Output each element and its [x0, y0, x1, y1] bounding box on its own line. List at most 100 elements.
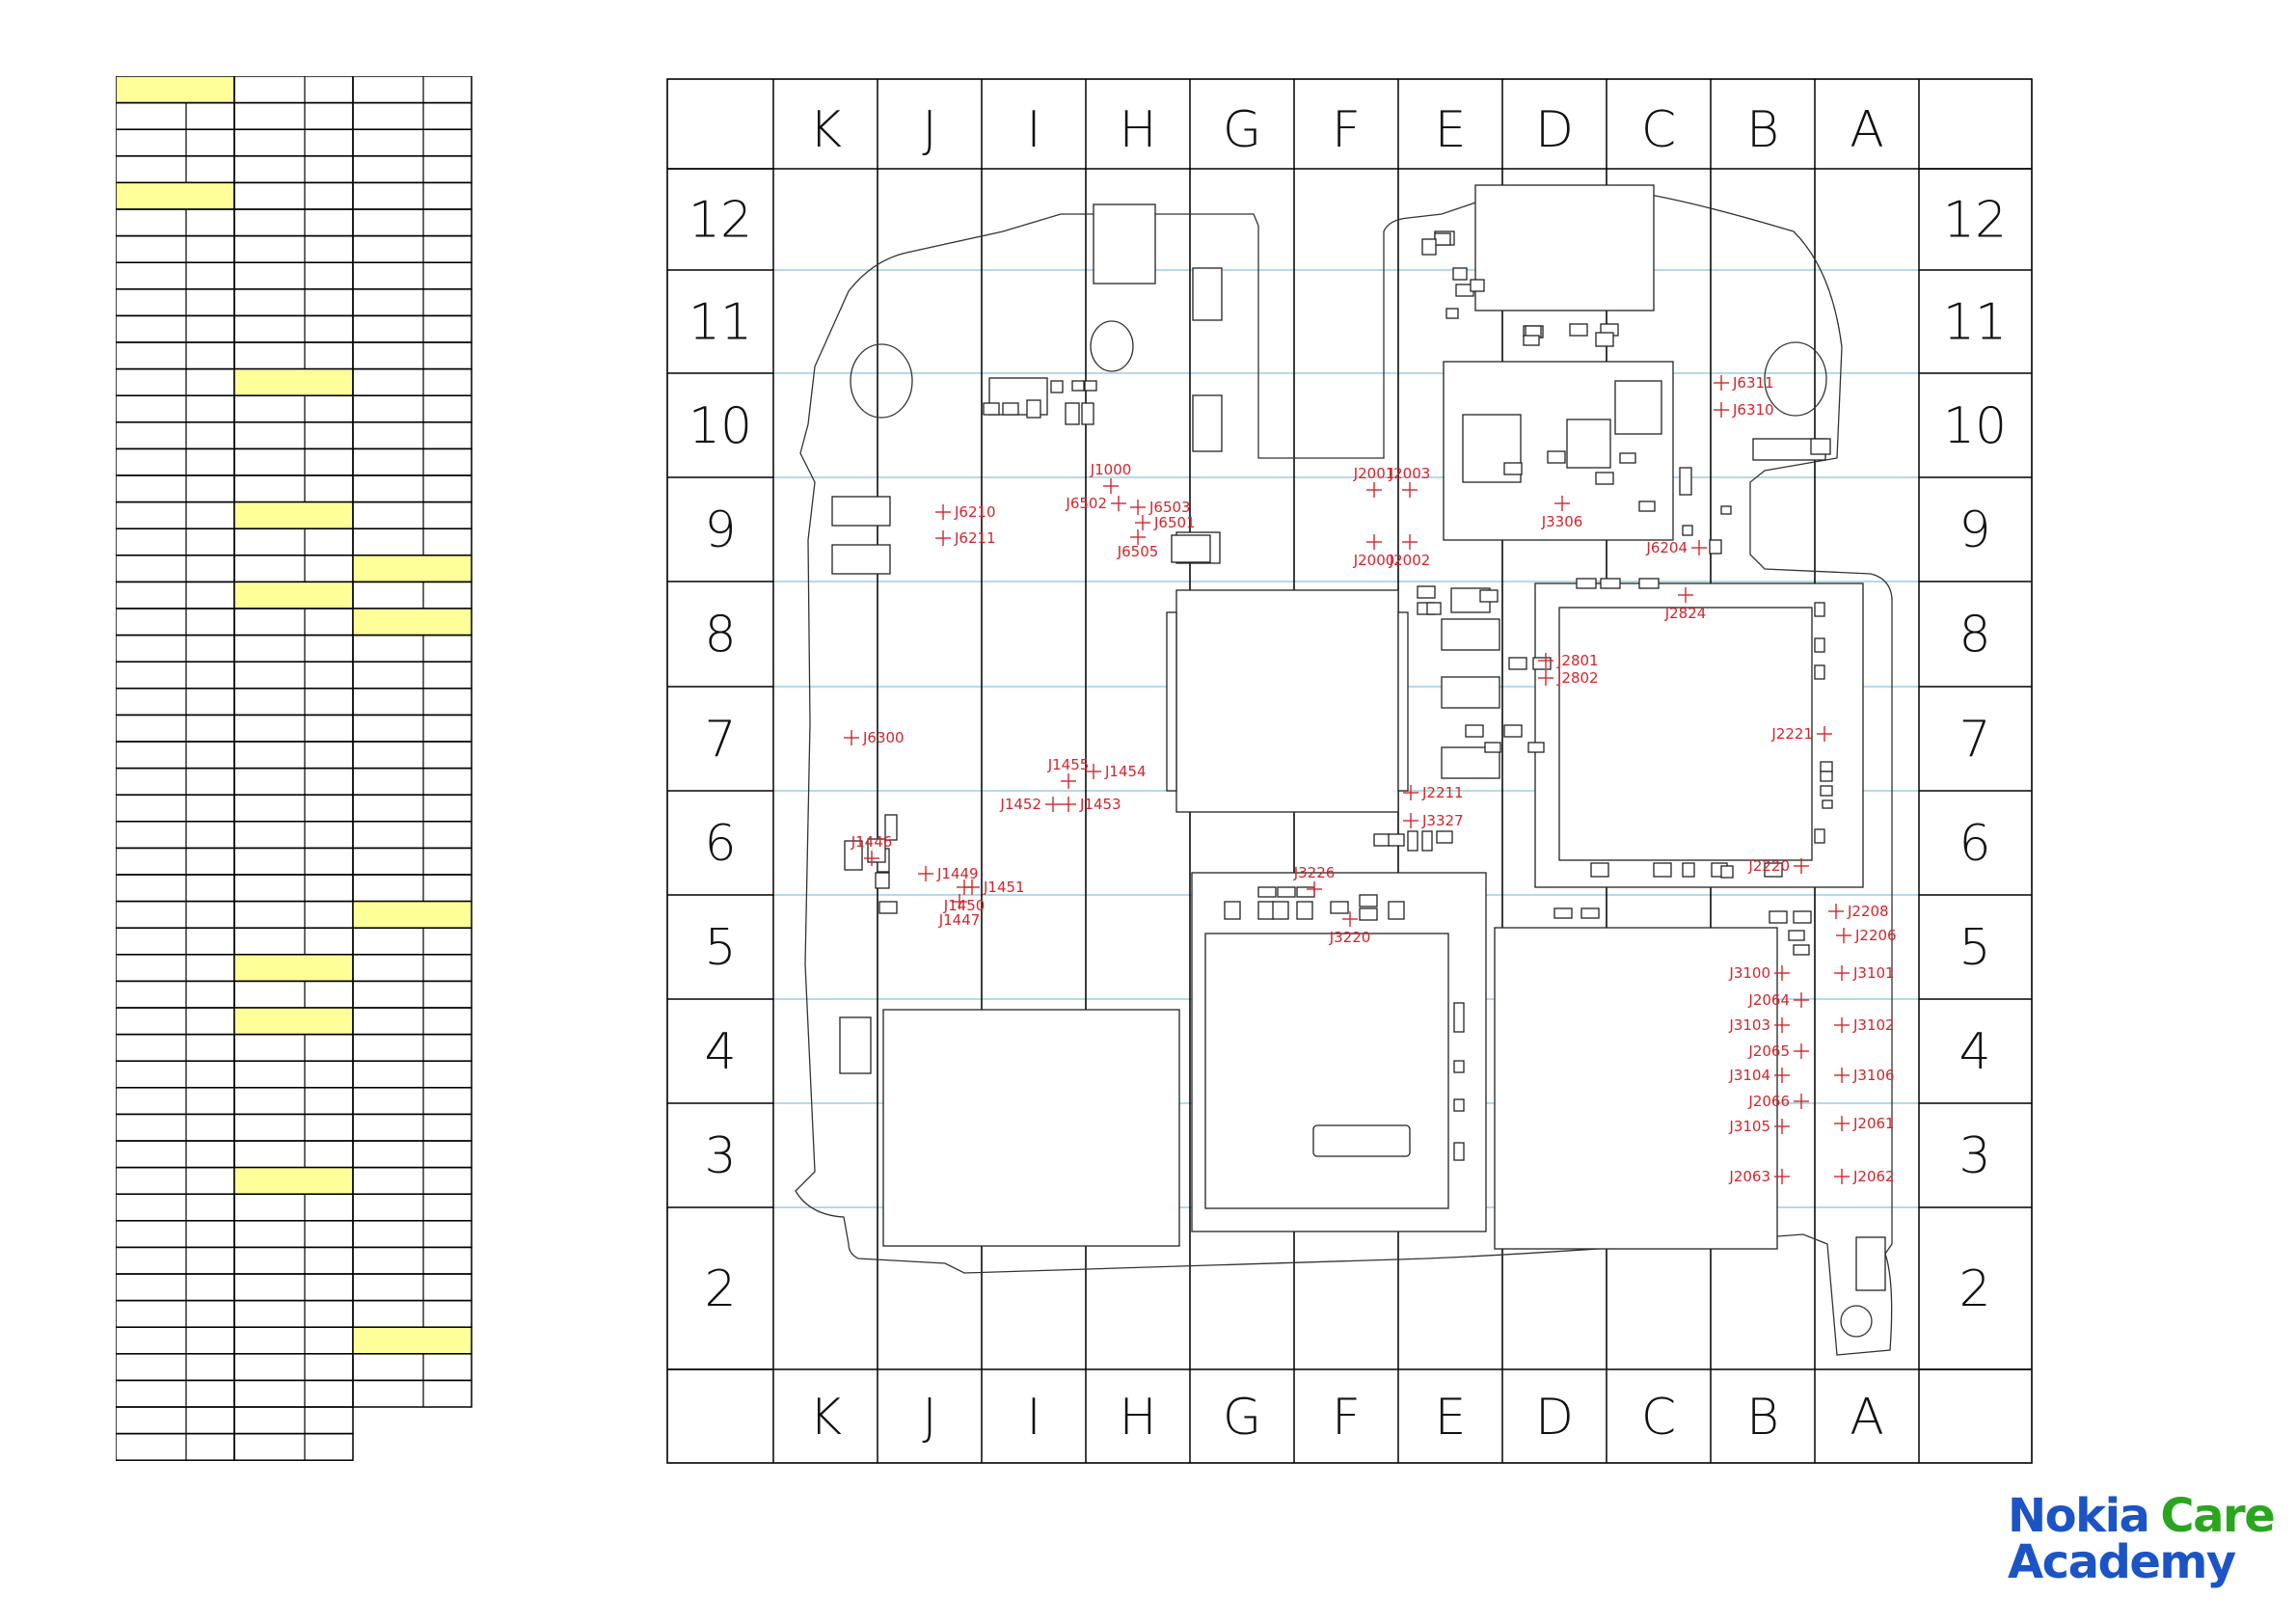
test-point-j3105: J3105 [1728, 1118, 1790, 1135]
component [1296, 901, 1313, 920]
test-point-j6310: J6310 [1714, 401, 1774, 419]
test-point-label: J2824 [1664, 605, 1707, 622]
test-point-label: J3327 [1421, 812, 1464, 829]
highlighted-cell [234, 1008, 353, 1035]
column-label: I [1026, 1389, 1040, 1447]
row-label: 8 [704, 607, 736, 664]
component [1638, 578, 1660, 589]
test-point-j2211: J2211 [1403, 784, 1464, 801]
row-label: 3 [1958, 1127, 1990, 1185]
component [1814, 664, 1825, 680]
test-point-j1453: J1453 [1061, 796, 1121, 813]
column-label: A [1850, 1389, 1884, 1447]
row-label: 12 [689, 192, 752, 250]
component [1600, 578, 1621, 589]
highlighted-cell [234, 1167, 353, 1195]
highlighted-cell [234, 582, 353, 609]
row-label: 9 [704, 501, 736, 559]
component [1171, 534, 1211, 563]
memory-chip [1204, 933, 1449, 1209]
component [884, 814, 898, 841]
component [1788, 930, 1805, 941]
component [1093, 203, 1156, 284]
mounting-hole [1090, 320, 1134, 372]
component [1436, 830, 1453, 844]
test-point-j1450: J1450 [943, 880, 985, 914]
component [1026, 399, 1041, 419]
component [1820, 771, 1833, 782]
test-point-j2802: J2802 [1538, 669, 1599, 687]
component [1192, 267, 1223, 321]
test-point-j6210: J6210 [935, 503, 996, 521]
table-cell [233, 1432, 354, 1461]
test-point-label: J1451 [983, 879, 1025, 896]
component [878, 901, 898, 914]
test-point-j2002: J2002 [1389, 534, 1430, 569]
component [1388, 901, 1405, 920]
test-point-label: J2001 [1353, 465, 1395, 482]
column-label: F [1332, 101, 1361, 159]
component [1595, 472, 1614, 485]
test-point-j2061: J2061 [1834, 1115, 1895, 1132]
test-point-j6503: J6503 [1130, 499, 1191, 516]
component [1709, 539, 1722, 555]
large-component [882, 1009, 1180, 1247]
highlighted-cell [234, 501, 353, 529]
component [1002, 402, 1019, 416]
component [1257, 901, 1275, 920]
test-point-j2001: J2001 [1353, 465, 1395, 498]
test-point-j2066: J2066 [1747, 1093, 1809, 1110]
component [1638, 501, 1656, 512]
test-point-label: J1449 [936, 865, 979, 882]
test-point-label: J2064 [1747, 991, 1790, 1009]
component [1523, 335, 1540, 346]
component [1614, 380, 1662, 435]
component [1720, 865, 1734, 879]
component [1682, 862, 1695, 878]
component [1453, 1142, 1465, 1161]
test-point-label: J6300 [862, 729, 905, 746]
row-label: 7 [1958, 711, 1990, 769]
component [983, 402, 1000, 416]
column-label: A [1850, 101, 1884, 159]
test-point-label: J6502 [1065, 495, 1107, 512]
column-label: K [809, 1389, 842, 1447]
test-point-label: J1453 [1079, 796, 1121, 813]
test-point-label: J2061 [1852, 1115, 1895, 1132]
test-point-label: J6505 [1117, 543, 1159, 560]
test-point-j2062: J2062 [1834, 1168, 1895, 1185]
test-point-label: J3101 [1852, 964, 1895, 982]
column-label: B [1746, 101, 1779, 159]
column-label: C [1641, 101, 1676, 159]
test-point-j6501: J6501 [1135, 514, 1196, 531]
test-point-j1452: J1452 [999, 796, 1061, 813]
component [1166, 611, 1177, 792]
highlighted-cell [353, 609, 472, 636]
row-label: 5 [704, 919, 736, 977]
component [1553, 907, 1573, 919]
component [1441, 618, 1500, 651]
test-point-j6204: J6204 [1645, 539, 1707, 556]
test-point-label: J1447 [938, 911, 981, 929]
component [1547, 450, 1566, 464]
component [1619, 452, 1636, 464]
test-point-label: J6204 [1645, 539, 1688, 556]
logo-nokia: Nokia [2008, 1489, 2150, 1543]
highlighted-cell [353, 555, 472, 582]
test-point-label: J2221 [1770, 725, 1813, 743]
component [1682, 525, 1693, 536]
table-cell [352, 1379, 473, 1408]
test-point-j1454: J1454 [1086, 763, 1147, 780]
component [1532, 657, 1552, 670]
test-point-j1000: J1000 [1090, 461, 1131, 494]
test-point-j6311: J6311 [1714, 374, 1774, 392]
column-label: K [809, 101, 842, 159]
logo-care: Care [2160, 1489, 2275, 1543]
row-label: 4 [1958, 1023, 1990, 1081]
mounting-hole [1840, 1305, 1873, 1338]
test-point-j6211: J6211 [935, 529, 996, 547]
component [1474, 184, 1655, 311]
test-point-j3104: J3104 [1728, 1067, 1790, 1084]
column-label: E [1435, 1389, 1467, 1447]
